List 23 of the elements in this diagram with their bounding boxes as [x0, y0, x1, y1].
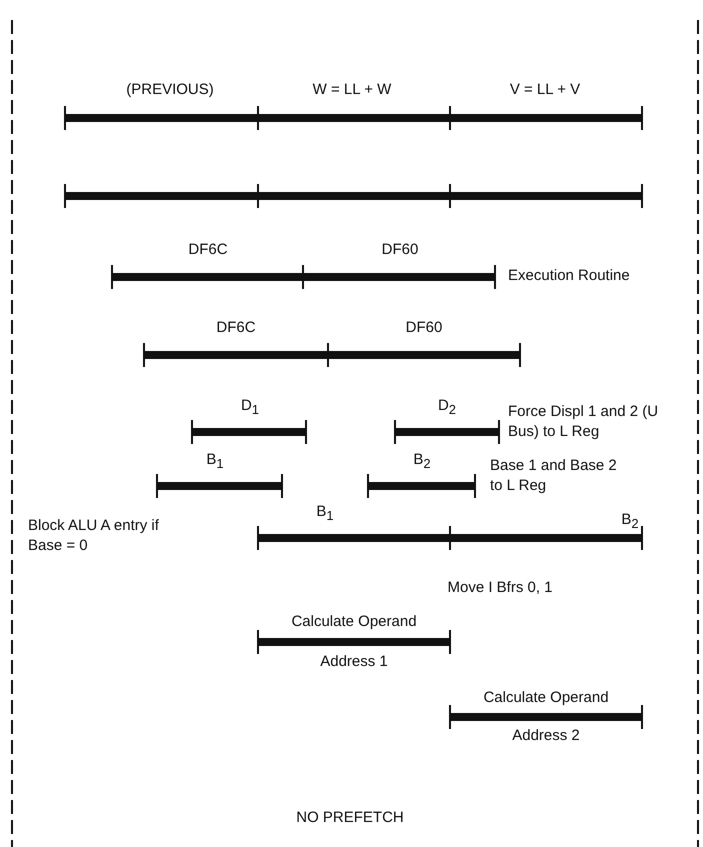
segment-label: V = LL + V — [510, 80, 580, 100]
segment-label: DF60 — [382, 240, 418, 260]
segment-label: B$_{1}$ — [206, 450, 224, 470]
note-text: Block ALU A entry if Base = 0 — [28, 516, 160, 555]
footer-note: NO PREFETCH — [296, 808, 404, 828]
segment-label: D$_{2}$ — [438, 396, 456, 416]
segment-label: B$_{2}$ — [413, 450, 431, 470]
bar-caption: Execution Routine — [508, 266, 630, 286]
bar-caption: Calculate Operand — [483, 688, 609, 708]
segment-label: DF6C — [188, 240, 228, 260]
bar-caption: Base 1 and Base 2 to L Reg — [490, 456, 618, 495]
bar-caption: Calculate Operand — [291, 612, 417, 632]
segment-label: DF6C — [216, 318, 256, 338]
bar-caption: Force Displ 1 and 2 (U Bus) to L Reg — [508, 402, 660, 441]
segment-label: B$_{2}$ — [621, 510, 639, 530]
bar-caption: Move I Bfrs 0, 1 — [447, 578, 553, 598]
bar-caption: Address 2 — [512, 726, 580, 746]
segment-label: W = LL + W — [312, 80, 392, 100]
bar-caption: Address 1 — [320, 652, 388, 672]
segment-label: D$_{1}$ — [240, 396, 260, 416]
segment-label: DF60 — [406, 318, 442, 338]
segment-label: (PREVIOUS) — [126, 80, 214, 100]
segment-label: B$_{1}$ — [316, 502, 334, 522]
